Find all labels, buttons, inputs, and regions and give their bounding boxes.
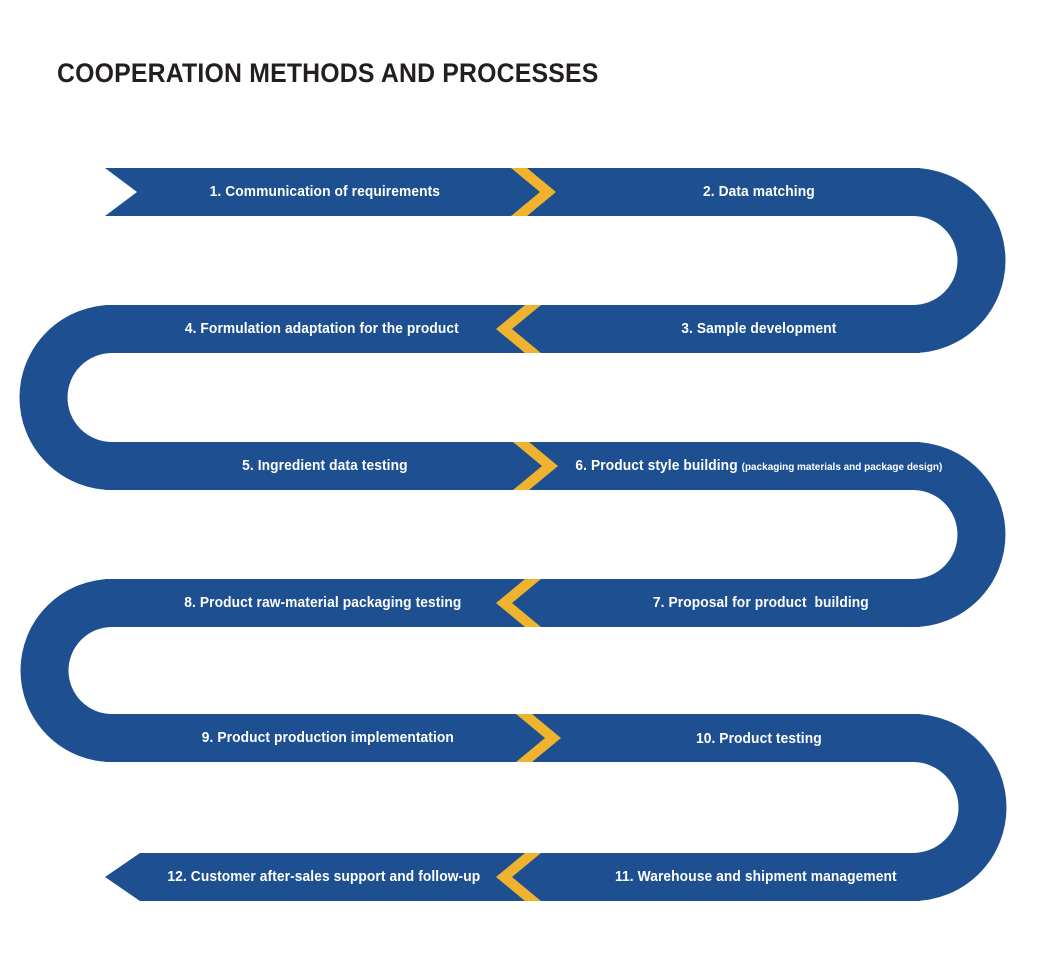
band-uturn-left-2 <box>20 579 120 762</box>
band-row4-bar <box>105 579 920 627</box>
band-uturn-right-2 <box>905 442 1006 627</box>
chevron-left-row6-icon <box>496 853 541 901</box>
band-row6-bar <box>105 853 920 901</box>
band-row2-bar <box>105 305 920 353</box>
band-row3-bar <box>105 442 920 490</box>
band-row1-bar <box>105 168 920 216</box>
band-uturn-right-3 <box>905 714 1007 901</box>
band-row5-bar <box>105 714 920 762</box>
band-uturn-left-1 <box>19 305 120 490</box>
chevron-left-row4-icon <box>496 579 541 627</box>
chevron-right-row3-icon <box>513 442 558 490</box>
page-title: COOPERATION METHODS AND PROCESSES <box>57 58 599 88</box>
band-uturn-right-1 <box>905 168 1006 353</box>
chevron-right-row1-icon <box>511 168 556 216</box>
chevron-right-row5-icon <box>516 714 561 762</box>
chevron-left-row2-icon <box>496 305 541 353</box>
